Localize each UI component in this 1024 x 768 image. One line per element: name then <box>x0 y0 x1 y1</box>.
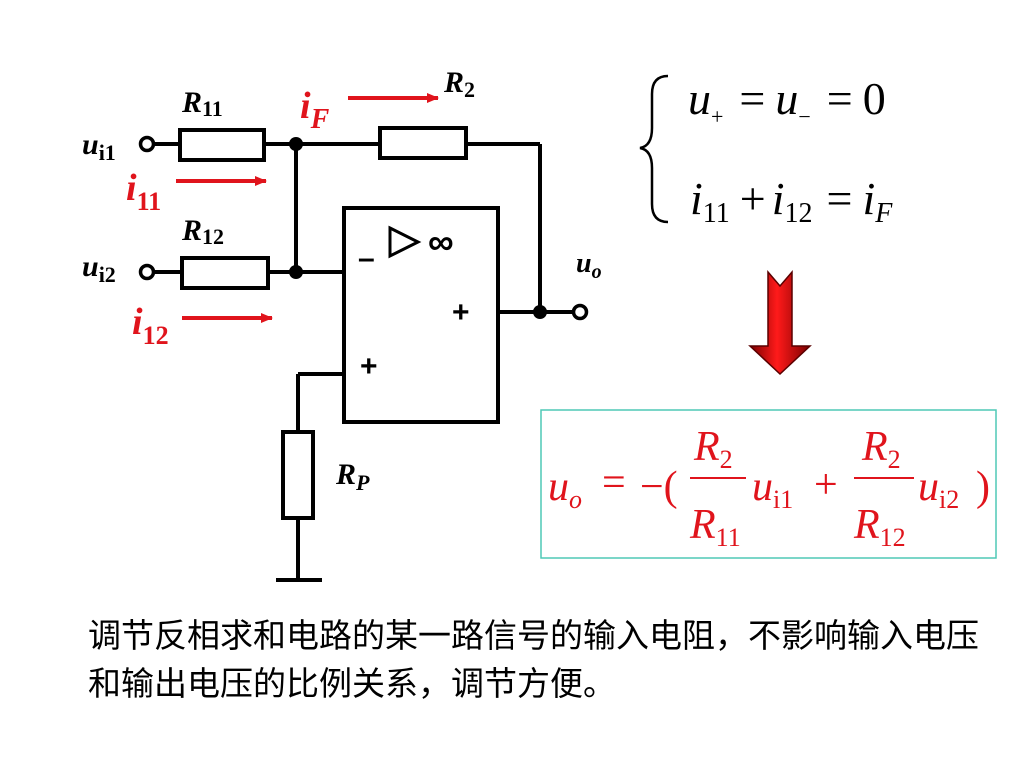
circuit-diagram: – ∞ + + ui1 ui2 R11 R12 R2 RP uo iF i11 … <box>82 66 997 582</box>
svg-text:R2: R2 <box>693 424 733 474</box>
svg-text:ui2: ui2 <box>918 464 959 514</box>
terminal-ui2 <box>138 263 156 281</box>
svg-text:R11: R11 <box>689 502 741 552</box>
svg-text:R12: R12 <box>853 502 906 552</box>
down-arrow-icon <box>748 269 812 376</box>
svg-text:ui1: ui1 <box>752 464 793 514</box>
label-r12: R12 <box>181 214 224 249</box>
current-arrows <box>176 93 439 323</box>
result-formula: uo = −( R2 R11 ui1 + R2 R12 ui2 ) <box>548 424 990 552</box>
junction-dot <box>289 265 303 279</box>
caption-text: 调节反相求和电路的某一路信号的输入电阻，不影响输入电压和输出电压的比例关系，调节… <box>88 616 979 703</box>
opamp-infinity: ∞ <box>428 221 454 262</box>
opamp-output-plus: + <box>452 296 470 329</box>
resistor-r12 <box>180 256 270 290</box>
svg-text:uo: uo <box>548 464 582 514</box>
opamp-minus: – <box>358 242 375 275</box>
label-if: iF <box>300 85 330 135</box>
label-ui1: ui1 <box>82 128 116 165</box>
equation-2: i11+i12=iF <box>690 173 893 229</box>
terminal-ui1 <box>138 135 156 153</box>
junction-dot <box>289 137 303 151</box>
label-r2: R2 <box>443 66 475 102</box>
junction-dot <box>533 305 547 319</box>
opamp-triangle-icon <box>388 225 422 259</box>
svg-text:R2: R2 <box>861 424 901 474</box>
svg-text:+: + <box>814 462 838 508</box>
brace-icon <box>639 74 669 224</box>
opamp-body <box>342 206 500 424</box>
terminal-uo <box>571 303 589 321</box>
resistor-r11 <box>178 128 266 162</box>
label-r11: R11 <box>181 86 223 121</box>
label-uo: uo <box>576 248 602 283</box>
resistor-r2 <box>378 126 468 160</box>
svg-text:): ) <box>976 464 990 510</box>
svg-text:−(: −( <box>640 464 678 510</box>
wires <box>154 142 574 582</box>
label-rp: RP <box>335 458 370 495</box>
equation-1: u+=u−=0 <box>688 73 886 129</box>
opamp-noninverting-plus: + <box>360 350 378 383</box>
label-ui2: ui2 <box>82 250 116 287</box>
svg-text:=: = <box>602 460 626 506</box>
resistor-rp <box>281 430 315 520</box>
result-box <box>540 409 997 559</box>
label-i12: i12 <box>132 301 169 350</box>
label-i11: i11 <box>126 167 161 216</box>
